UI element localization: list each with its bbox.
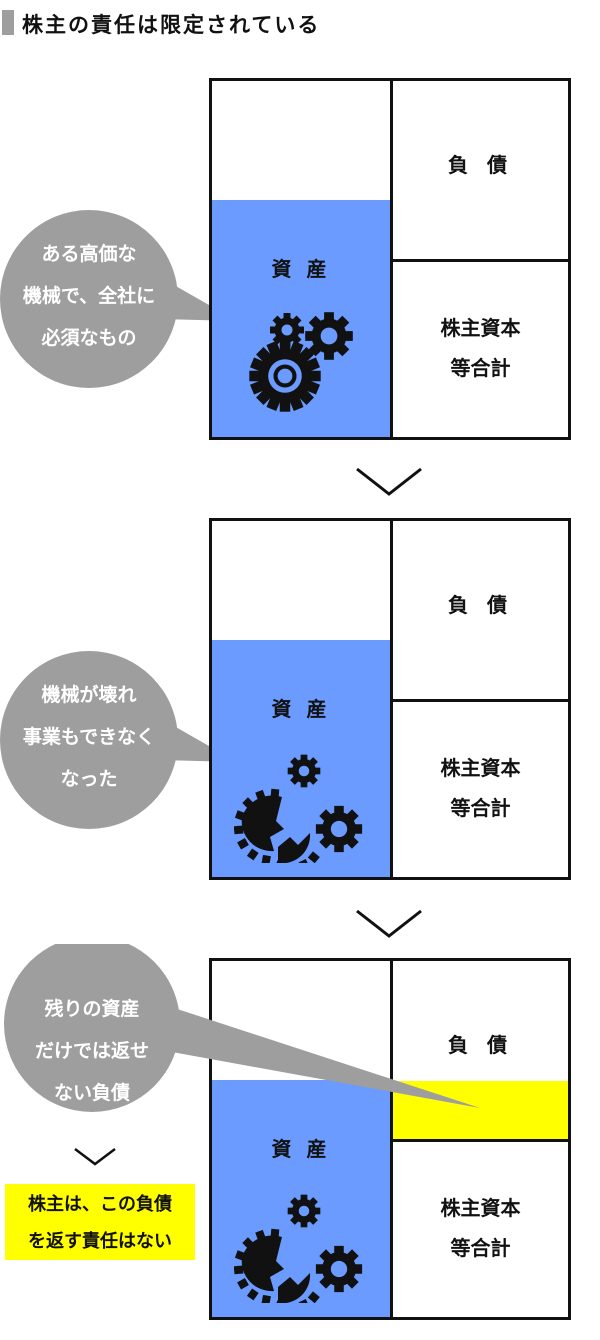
bubble-3-line-2: だけでは返せ: [34, 1040, 149, 1062]
debt-section-2: 負 債: [393, 521, 568, 702]
gear-icon: [270, 313, 304, 347]
equity-label-1a: 株主資本: [440, 316, 521, 340]
bubble-2-line-1: 機械が壊れ: [41, 684, 137, 706]
bubble-2-line-3: なった: [60, 768, 118, 790]
equity-label-3a: 株主資本: [440, 1196, 521, 1220]
broken-gears-icon-2: [234, 754, 363, 863]
bubble-1-text: ある高価な 機械で、全社に 必須なもの: [0, 233, 178, 359]
broken-gear-icon: [234, 1228, 320, 1303]
debt-section-3: 負 債: [393, 961, 568, 1142]
asset-column-1: 資 産: [212, 81, 393, 437]
debt-label-3: 負 債: [448, 1033, 513, 1057]
bubble-2-text: 機械が壊れ 事業もできなく なった: [0, 674, 178, 800]
equity-label-2a: 株主資本: [440, 756, 521, 780]
equity-section-3: 株主資本 等合計: [393, 1142, 568, 1317]
bubble-1-line-1: ある高価な: [41, 243, 137, 265]
note-text: 株主は、この負債 を返す責任はない: [5, 1186, 195, 1260]
broken-gear-icon: [234, 788, 320, 863]
asset-label-1: 資 産: [271, 257, 331, 281]
asset-column-2: 資 産: [212, 521, 393, 877]
equity-label-2b: 等合計: [450, 796, 511, 820]
speech-bubble-3: [4, 944, 480, 1112]
bubble-1-line-2: 機械で、全社に: [22, 285, 156, 307]
gear-icon: [305, 312, 353, 360]
equity-section-2: 株主資本 等合計: [393, 702, 568, 877]
balance-sheet-3: 資 産: [209, 958, 571, 1320]
chevron-down-icon: [74, 1148, 116, 1166]
broken-gears-icon-3: [234, 1194, 363, 1303]
gears-icon-1: [249, 312, 353, 412]
chevron-down-icon: [356, 909, 422, 938]
title-marker: [2, 10, 14, 35]
equity-label-1b: 等合計: [450, 356, 511, 380]
note-line-1: 株主は、この負債: [28, 1194, 172, 1215]
gear-icon: [315, 1245, 363, 1293]
equity-label-3b: 等合計: [450, 1236, 511, 1260]
gear-icon: [249, 340, 321, 412]
bubble-2-line-2: 事業もできなく: [22, 726, 156, 748]
equity-section-1: 株主資本 等合計: [393, 262, 568, 437]
asset-column-3: 資 産: [212, 961, 393, 1317]
debt-label-2: 負 債: [448, 593, 513, 617]
debt-label-1: 負 債: [448, 153, 513, 177]
gear-icon: [287, 1194, 321, 1228]
balance-sheet-2: 資 産: [209, 518, 571, 880]
bubble-3-line-3: ない負債: [53, 1082, 130, 1104]
page-title: 株主の責任は限定されている: [22, 13, 321, 37]
bubble-3-text: 残りの資産 だけでは返せ ない負債: [4, 988, 180, 1114]
asset-label-2: 資 産: [271, 697, 331, 721]
bubble-1-line-3: 必須なもの: [41, 327, 137, 349]
gear-icon: [287, 754, 321, 788]
gear-icon: [315, 805, 363, 853]
bubble-3-line-1: 残りの資産: [44, 998, 140, 1020]
debt-section-1: 負 債: [393, 81, 568, 262]
note-highlight: [5, 1184, 195, 1260]
asset-label-3: 資 産: [271, 1137, 331, 1161]
chevron-down-icon: [356, 467, 422, 496]
note-line-2: を返す責任はない: [28, 1231, 172, 1252]
balance-sheet-1: 資 産 負 債 株主資本 等合計: [209, 78, 571, 440]
